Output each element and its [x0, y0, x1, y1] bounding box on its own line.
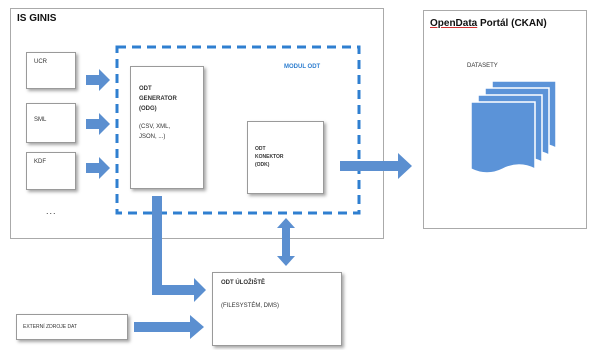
arrow-konektor-to-opendata	[340, 153, 412, 179]
opendata-title-part2: Portál (CKAN)	[480, 18, 547, 29]
generator-title-2: GENERATOR	[139, 96, 177, 102]
modul-odt-label: MODUL ODT	[284, 64, 321, 70]
konektor-title-3: (ODK)	[255, 162, 270, 168]
odt-generator-box: ODT GENERATOR (ODG) (CSV, XML, JSON, ...…	[130, 66, 204, 189]
arrow-sml-to-generator	[86, 113, 110, 135]
external-data-label: EXTERNÍ ZDROJE DAT	[23, 324, 78, 330]
odt-konektor-box: ODT KONEKTOR (ODK)	[247, 121, 324, 194]
source-box-ucr: UCR	[26, 52, 76, 89]
opendata-title-part1: OpenData	[430, 18, 478, 29]
generator-formats-1: (CSV, XML,	[139, 124, 171, 130]
datasets-label: DATASETY	[467, 63, 498, 69]
konektor-title-1: ODT	[255, 146, 266, 152]
arrow-konektor-storage	[277, 218, 295, 266]
arrow-ucr-to-generator	[86, 69, 110, 91]
source-label-kdf: KDF	[34, 159, 46, 165]
modul-odt-dashed-border	[115, 45, 361, 215]
arrow-external-to-storage	[134, 315, 204, 339]
generator-formats-2: JSON, ...)	[139, 134, 166, 140]
external-data-box: EXTERNÍ ZDROJE DAT	[16, 314, 128, 340]
storage-title: ODT ÚLOŽIŠTĚ	[221, 280, 265, 286]
source-label-ucr: UCR	[34, 59, 47, 65]
arrow-generator-to-storage	[152, 196, 206, 302]
dataset-stack-icon	[470, 80, 557, 174]
konektor-title-2: KONEKTOR	[255, 154, 284, 160]
arrow-kdf-to-generator	[86, 157, 110, 179]
generator-title-1: ODT	[139, 86, 152, 92]
is-ginis-title: IS GINIS	[17, 13, 57, 24]
storage-subtitle: (FILESYSTÉM, DMS)	[221, 303, 280, 309]
source-box-sml: SML	[26, 103, 76, 143]
source-label-sml: SML	[34, 117, 47, 123]
generator-title-3: (ODG)	[139, 106, 157, 112]
more-sources-ellipsis: ...	[46, 206, 57, 216]
source-box-kdf: KDF	[26, 152, 76, 190]
odt-storage-box: ODT ÚLOŽIŠTĚ (FILESYSTÉM, DMS)	[212, 272, 342, 346]
